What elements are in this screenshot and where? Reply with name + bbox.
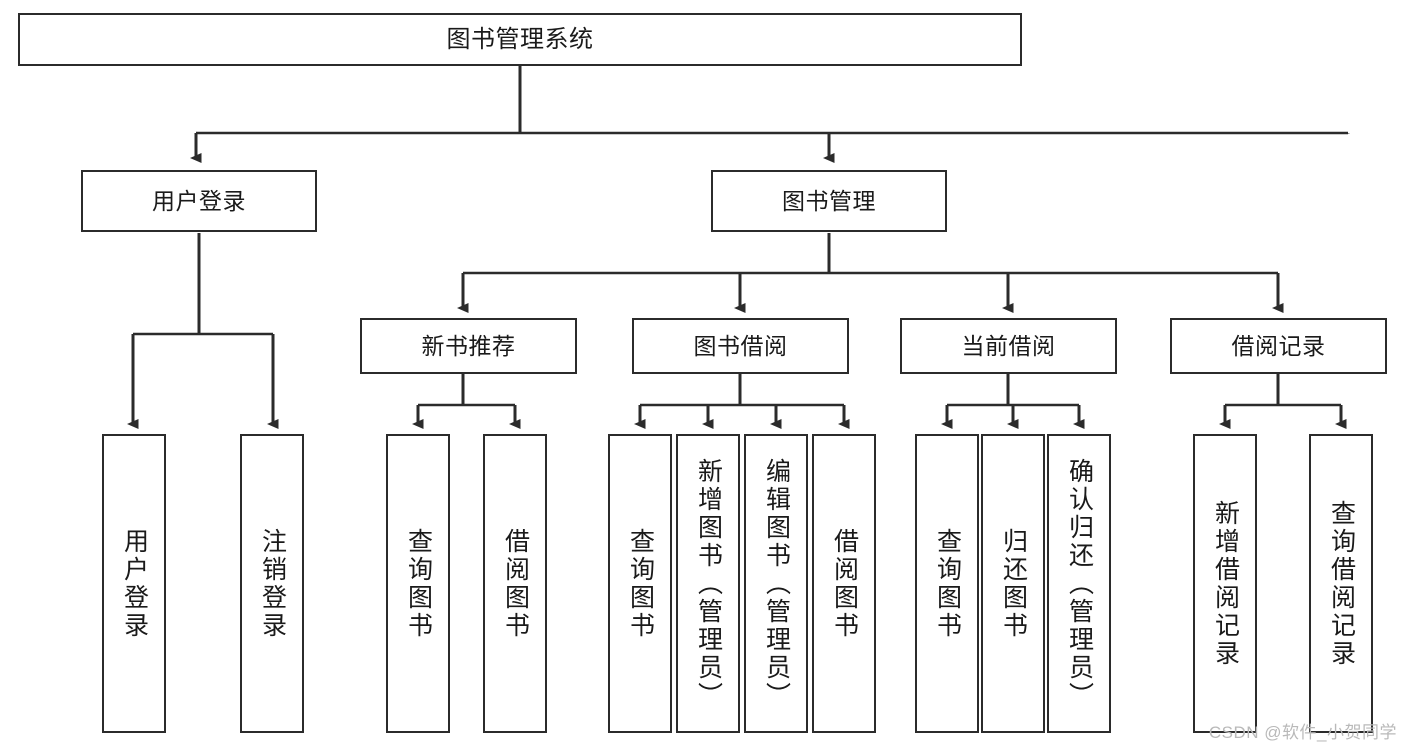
node-label: 新增借阅记录 bbox=[1211, 499, 1240, 668]
node-label: 借阅记录 bbox=[1231, 332, 1326, 359]
leaf-query-book-borrow[interactable]: 查询图书 bbox=[608, 434, 672, 733]
leaf-return-book[interactable]: 归还图书 bbox=[981, 434, 1045, 733]
leaf-edit-book-admin[interactable]: 编辑图书（管理员） bbox=[744, 434, 808, 733]
watermark-text: CSDN @软件_小贺同学 bbox=[1208, 723, 1397, 742]
node-label: 查询图书 bbox=[626, 527, 655, 640]
node-label: 用户登录 bbox=[152, 187, 246, 214]
node-label: 新书推荐 bbox=[421, 332, 516, 359]
node-label: 查询图书 bbox=[933, 527, 962, 640]
leaf-borrow-book[interactable]: 借阅图书 bbox=[812, 434, 876, 733]
node-label: 确认归还（管理员） bbox=[1065, 457, 1094, 710]
node-label: 编辑图书（管理员） bbox=[762, 457, 791, 710]
node-label: 查询图书 bbox=[404, 527, 433, 640]
node-label: 归还图书 bbox=[999, 527, 1028, 640]
node-label: 查询借阅记录 bbox=[1327, 499, 1356, 668]
node-label: 图书借阅 bbox=[693, 332, 788, 359]
node-label: 用户登录 bbox=[120, 527, 149, 640]
node-label: 借阅图书 bbox=[830, 527, 859, 640]
node-new-book-recommend[interactable]: 新书推荐 bbox=[360, 318, 577, 374]
leaf-query-book-new[interactable]: 查询图书 bbox=[386, 434, 450, 733]
node-label: 新增图书（管理员） bbox=[694, 457, 723, 710]
leaf-user-login[interactable]: 用户登录 bbox=[102, 434, 166, 733]
leaf-confirm-return-admin[interactable]: 确认归还（管理员） bbox=[1047, 434, 1111, 733]
node-label: 借阅图书 bbox=[501, 527, 530, 640]
node-user-login[interactable]: 用户登录 bbox=[81, 170, 317, 232]
leaf-borrow-book-new[interactable]: 借阅图书 bbox=[483, 434, 547, 733]
node-label: 当前借阅 bbox=[961, 332, 1056, 359]
node-label: 图书管理系统 bbox=[446, 25, 594, 53]
node-root-system[interactable]: 图书管理系统 bbox=[18, 13, 1022, 66]
leaf-add-book-admin[interactable]: 新增图书（管理员） bbox=[676, 434, 740, 733]
node-borrow-record[interactable]: 借阅记录 bbox=[1170, 318, 1387, 374]
leaf-add-borrow-record[interactable]: 新增借阅记录 bbox=[1193, 434, 1257, 733]
leaf-query-borrow-record[interactable]: 查询借阅记录 bbox=[1309, 434, 1373, 733]
leaf-query-book-current[interactable]: 查询图书 bbox=[915, 434, 979, 733]
node-current-borrow[interactable]: 当前借阅 bbox=[900, 318, 1117, 374]
node-label: 图书管理 bbox=[782, 187, 876, 214]
node-label: 注销登录 bbox=[258, 527, 287, 640]
node-book-management[interactable]: 图书管理 bbox=[711, 170, 947, 232]
leaf-logout[interactable]: 注销登录 bbox=[240, 434, 304, 733]
node-book-borrow[interactable]: 图书借阅 bbox=[632, 318, 849, 374]
